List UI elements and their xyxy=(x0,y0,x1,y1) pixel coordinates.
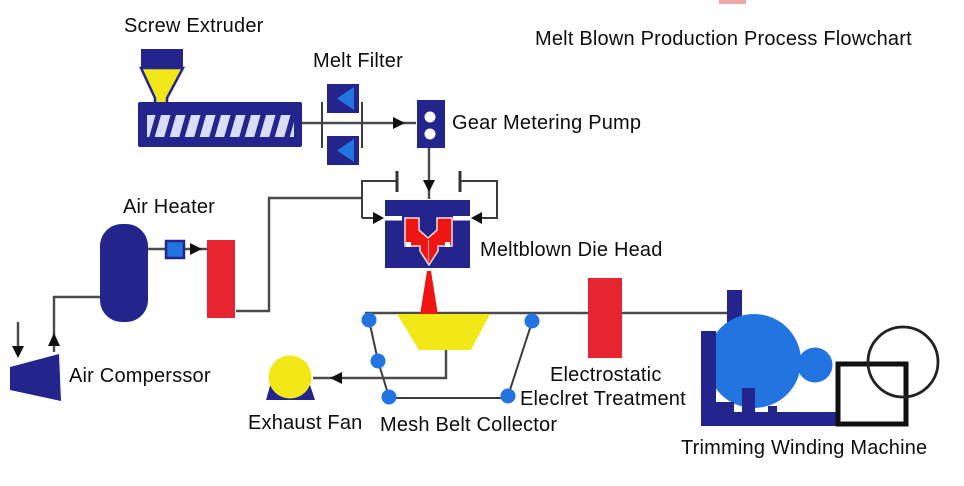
winder-frame-base xyxy=(701,412,845,426)
fiber-spray-icon xyxy=(420,271,438,315)
label-electrostatic-line1: Electrostatic xyxy=(550,364,662,386)
belt-roller-icon xyxy=(381,389,397,405)
wound-roll-outline-icon xyxy=(866,325,940,399)
extruder-screw-icon xyxy=(147,115,294,137)
belt-roller-icon xyxy=(500,388,516,404)
air-tank-shape xyxy=(100,224,148,322)
collector-tray-icon xyxy=(397,314,490,350)
belt-roller-icon xyxy=(361,312,377,328)
label-air-compressor: Air Comperssor xyxy=(69,365,211,387)
air-valve-shape xyxy=(164,239,186,260)
melt-filter-shape xyxy=(327,84,359,165)
label-air-heater: Air Heater xyxy=(123,196,216,218)
die-right-slot xyxy=(453,216,470,221)
mesh-belt-collector-shape xyxy=(361,312,540,405)
screw-extruder-shape xyxy=(138,49,302,147)
gear-metering-pump-shape xyxy=(417,100,445,148)
label-meltblown-die-head: Meltblown Die Head xyxy=(480,239,663,261)
label-exhaust-fan: Exhaust Fan xyxy=(248,412,363,434)
electrostatic-treatment-shape xyxy=(588,278,622,358)
page-title: Melt Blown Production Process Flowchart xyxy=(535,28,912,50)
trimming-winding-machine-shape xyxy=(701,290,940,427)
winder-box-icon xyxy=(835,361,909,427)
winding-roll-icon xyxy=(707,314,801,408)
label-trimming-winding-machine: Trimming Winding Machine xyxy=(681,437,928,459)
label-electrostatic-line2: Eleclret Treatment xyxy=(520,388,686,410)
label-screw-extruder: Screw Extruder xyxy=(124,15,264,37)
label-mesh-belt-collector: Mesh Belt Collector xyxy=(380,414,558,436)
die-left-slot xyxy=(385,216,402,221)
belt-roller-icon xyxy=(370,353,386,369)
winder-frame-left xyxy=(701,331,716,426)
top-edge-artifact xyxy=(719,0,746,4)
air-compressor-shape xyxy=(10,354,61,401)
hopper-cap-icon xyxy=(141,49,183,69)
label-melt-filter: Melt Filter xyxy=(313,50,403,72)
nip-roll-icon xyxy=(797,347,833,383)
flow-arrowheads xyxy=(12,117,482,384)
air-heater-shape xyxy=(207,240,235,318)
exhaust-fan-shape xyxy=(266,355,315,400)
meltblown-die-head-shape xyxy=(385,200,470,268)
label-gear-metering-pump: Gear Metering Pump xyxy=(452,112,642,134)
belt-roller-icon xyxy=(524,313,540,329)
